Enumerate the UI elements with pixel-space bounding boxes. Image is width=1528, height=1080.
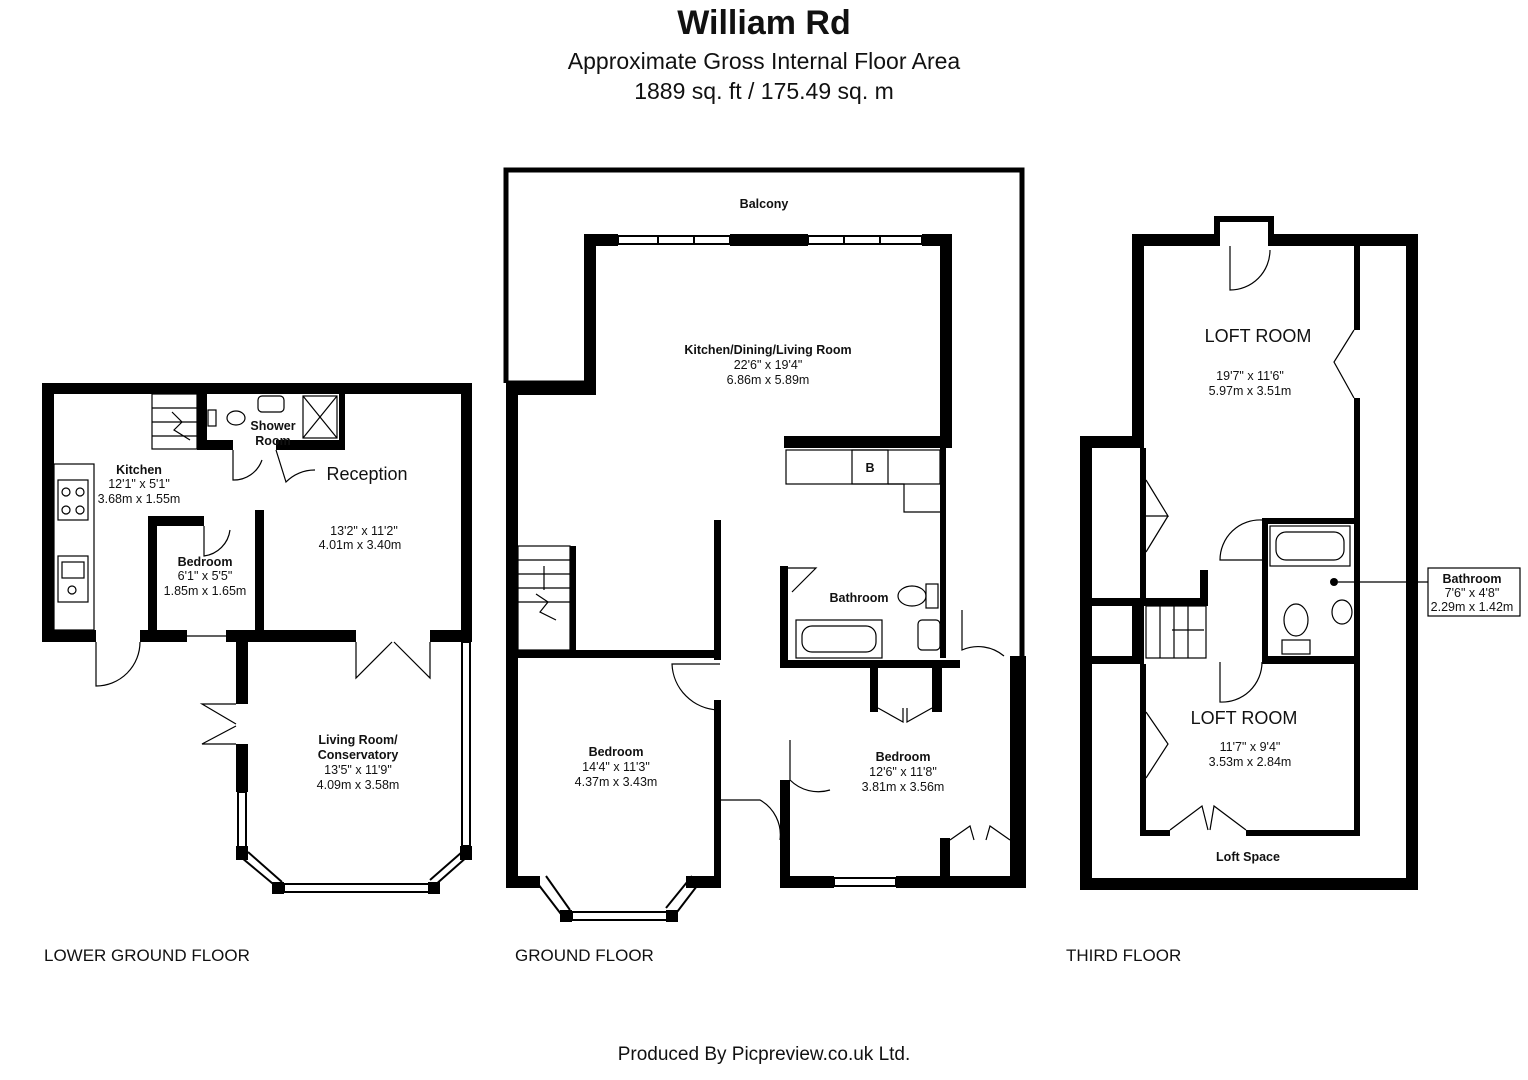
lower-ground-floor-plan <box>42 383 472 894</box>
kitchen-dims-imperial: 12'1" x 5'1" <box>108 477 170 491</box>
living-room-dims-imperial: 13'5" x 11'9" <box>324 763 392 777</box>
third-floor-label: THIRD FLOOR <box>1066 946 1181 965</box>
boiler-label: B <box>865 461 874 475</box>
reception-dims-metric: 4.01m x 3.40m <box>319 538 402 552</box>
tf-bathroom-dims-metric: 2.29m x 1.42m <box>1431 600 1514 614</box>
third-floor-plan <box>1080 216 1521 890</box>
lg-bedroom-dims-metric: 1.85m x 1.65m <box>164 584 247 598</box>
lower-ground-floor-label: LOWER GROUND FLOOR <box>44 946 250 965</box>
loft-space-label: Loft Space <box>1216 850 1280 864</box>
gf-bedroom2-label: Bedroom <box>876 750 931 764</box>
shower-room-label: Shower <box>250 419 295 433</box>
living-room-dims-metric: 4.09m x 3.58m <box>317 778 400 792</box>
lg-bedroom-dims-imperial: 6'1" x 5'5" <box>178 569 233 583</box>
producer-credit: Produced By Picpreview.co.uk Ltd. <box>617 1044 911 1065</box>
balcony-label: Balcony <box>740 197 789 211</box>
kdl-label: Kitchen/Dining/Living Room <box>684 343 851 357</box>
loft-room-1-dims-metric: 5.97m x 3.51m <box>1209 384 1292 398</box>
kdl-dims-metric: 6.86m x 5.89m <box>727 373 810 387</box>
gf-bedroom1-dims-imperial: 14'4" x 11'3" <box>582 760 650 774</box>
loft-room-1-label: LOFT ROOM <box>1205 326 1312 346</box>
loft-room-2-dims-imperial: 11'7" x 9'4" <box>1220 740 1281 754</box>
gf-bedroom1-label: Bedroom <box>589 745 644 759</box>
kdl-dims-imperial: 22'6" x 19'4" <box>734 358 803 372</box>
gf-bedroom2-dims-imperial: 12'6" x 11'8" <box>869 765 937 779</box>
tf-bathroom-dims-imperial: 7'6" x 4'8" <box>1445 586 1500 600</box>
plan-title: William Rd <box>677 4 851 42</box>
loft-room-1-dims-imperial: 19'7" x 11'6" <box>1216 369 1284 383</box>
plan-subtitle: Approximate Gross Internal Floor Area <box>567 48 961 74</box>
loft-room-2-label: LOFT ROOM <box>1191 708 1298 728</box>
tf-bathroom-label: Bathroom <box>1442 572 1501 586</box>
loft-room-2-dims-metric: 3.53m x 2.84m <box>1209 755 1292 769</box>
reception-label: Reception <box>326 464 407 484</box>
shower-room-label-2: Room <box>255 434 290 448</box>
gf-bathroom-label: Bathroom <box>829 591 888 605</box>
kitchen-dims-metric: 3.68m x 1.55m <box>98 492 181 506</box>
floor-area: 1889 sq. ft / 175.49 sq. m <box>634 78 894 104</box>
ground-floor-label: GROUND FLOOR <box>515 946 654 965</box>
living-room-label: Living Room/ <box>318 733 398 747</box>
ground-floor-plan <box>503 167 1026 922</box>
living-room-label-2: Conservatory <box>318 748 399 762</box>
gf-bedroom2-dims-metric: 3.81m x 3.56m <box>862 780 945 794</box>
kitchen-label: Kitchen <box>116 463 162 477</box>
gf-bedroom1-dims-metric: 4.37m x 3.43m <box>575 775 658 789</box>
lg-bedroom-label: Bedroom <box>178 555 233 569</box>
reception-dims-imperial: 13'2" x 11'2" <box>330 524 398 538</box>
